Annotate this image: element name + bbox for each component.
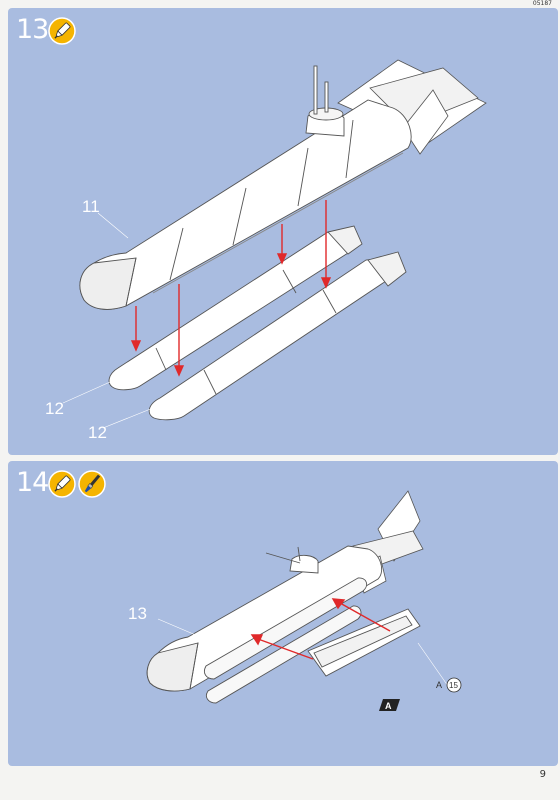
product-code: 05187 <box>532 0 552 7</box>
callout-11: 11 <box>82 197 100 216</box>
submarine-body <box>146 545 382 704</box>
step-14-panel: 14 <box>8 461 558 766</box>
callout-12-right: 12 <box>88 423 107 442</box>
part-circle <box>446 677 462 693</box>
step-13-panel: 13 <box>8 8 558 455</box>
step-14-drawing: 13 A 15 A <box>128 490 462 711</box>
assembly-arrows <box>130 200 332 377</box>
decal-tag <box>379 699 400 711</box>
paint-brush-icon <box>78 470 106 498</box>
step-number: 13 <box>16 14 49 45</box>
submarine-body <box>79 65 412 310</box>
callout-ref-letter: A <box>436 680 442 690</box>
assembly-arrows <box>250 598 391 660</box>
torpedo-right <box>148 251 407 421</box>
callout-13: 13 <box>128 604 147 623</box>
cover-part <box>307 608 421 677</box>
torpedo-left <box>108 225 363 391</box>
step-13-drawing: 11 12 12 <box>45 59 487 442</box>
callout-ref-part: 15 <box>449 681 458 690</box>
callouts <box>62 212 159 429</box>
decal-letter: A <box>385 701 392 711</box>
step-number: 14 <box>16 467 49 498</box>
callouts <box>157 618 449 687</box>
page-number: 9 <box>539 769 546 780</box>
callout-12-left: 12 <box>45 399 64 418</box>
glue-tube-icon <box>48 17 76 45</box>
glue-tube-icon <box>48 470 76 498</box>
